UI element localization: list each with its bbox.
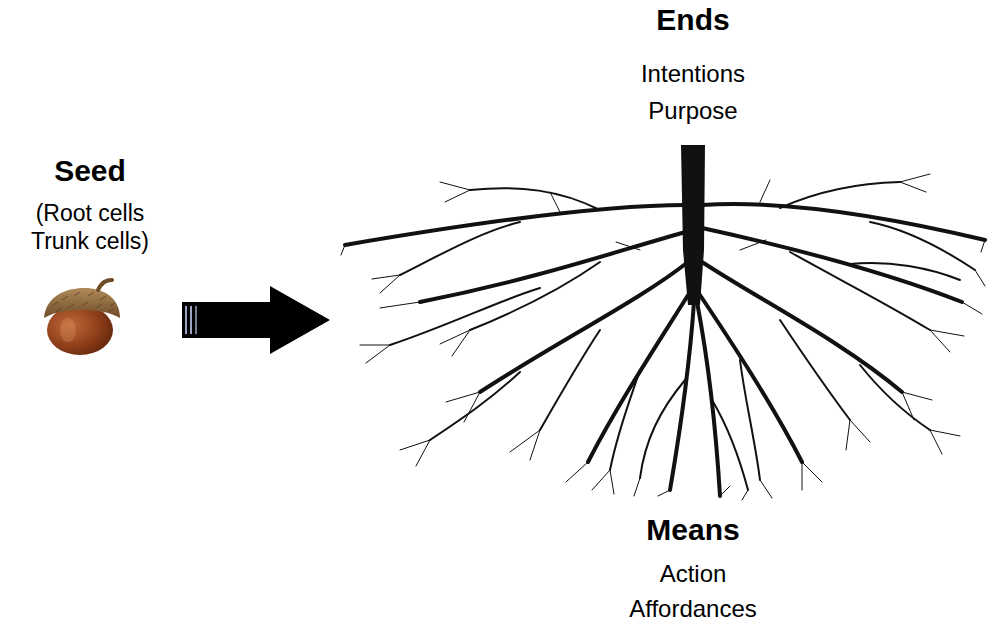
ends-item: Intentions xyxy=(641,60,745,89)
means-heading: Means xyxy=(646,512,739,548)
seed-heading: Seed xyxy=(54,153,126,189)
means-item: Action xyxy=(660,560,727,589)
means-item: Affordances xyxy=(629,595,757,624)
seed-note: (Root cells Trunk cells) xyxy=(20,200,160,255)
ends-heading: Ends xyxy=(656,2,729,38)
ends-item: Purpose xyxy=(648,97,737,126)
acorn xyxy=(44,280,120,355)
root-system xyxy=(341,145,985,500)
block-arrow xyxy=(182,286,330,354)
